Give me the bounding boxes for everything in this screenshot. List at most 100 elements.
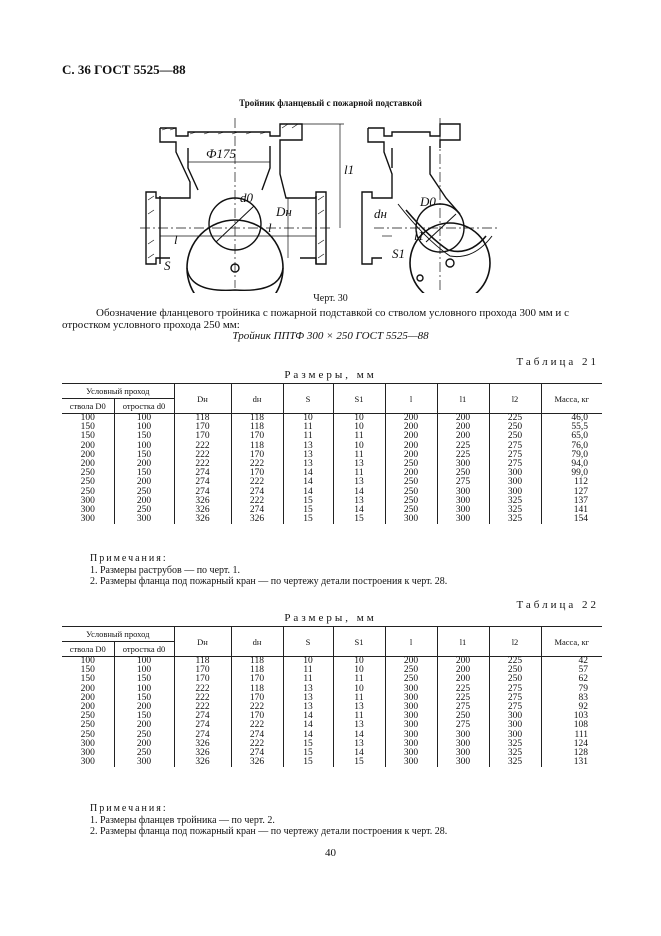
table-cell: 300 (80, 738, 95, 749)
table-cell: 14 (282, 478, 333, 488)
table-cell: 200 (113, 739, 174, 750)
table-cell: 300 (80, 495, 95, 506)
table-cell: 250 (384, 505, 437, 516)
table-cell: 62 (540, 675, 602, 685)
table-cell: 200 (384, 413, 437, 424)
page-header: С. 36 ГОСТ 5525—88 (62, 62, 186, 77)
table-cell: 103 (540, 711, 602, 722)
header-S1: S1 (332, 626, 385, 657)
table-cell: 108 (540, 721, 602, 731)
table-cell: 76,0 (540, 441, 602, 451)
table-cell: 274 (173, 730, 231, 740)
table-cell: 200 (113, 478, 174, 488)
table-cell: 124 (540, 739, 602, 750)
table-cell: 10 (332, 665, 385, 676)
table-cell: 250 (80, 720, 95, 731)
table-cell: 112 (540, 478, 602, 488)
table-cell: 222 (173, 702, 231, 713)
table-cell: 326 (173, 505, 231, 516)
table-cell: 150 (80, 422, 95, 433)
table-cell: 200 (80, 440, 95, 451)
table-cell: 275 (488, 693, 541, 704)
table-cell: 15 (282, 496, 333, 507)
table-cell: 250 (436, 711, 489, 722)
table22-subtitle: Размеры, мм (284, 612, 377, 624)
table-cell: 274 (173, 468, 231, 479)
table-cell: 250 (436, 468, 489, 479)
table-cell: 300 (80, 505, 95, 516)
table-21: Условный проход Dн dн S S1 l l1 l2 Масса… (62, 383, 602, 525)
table-cell: 13 (282, 693, 333, 704)
table-cell: 250 (384, 675, 437, 685)
table-cell: 11 (332, 468, 385, 479)
table-cell: 222 (173, 693, 231, 704)
table21-label: Таблица 21 (516, 356, 599, 368)
table-cell: 200 (80, 683, 95, 694)
header-Dn: Dн (173, 383, 231, 414)
table-cell: 200 (113, 702, 174, 713)
table-cell: 200 (436, 422, 489, 433)
table-cell: 170 (173, 665, 231, 676)
table-cell: 99,0 (540, 468, 602, 479)
table-cell: 275 (488, 459, 541, 470)
table-cell: 150 (113, 675, 174, 685)
table-cell: 170 (173, 432, 231, 442)
table-cell: 222 (173, 450, 231, 461)
table-cell: 170 (230, 432, 283, 442)
page-number: 40 (325, 847, 336, 859)
table-cell: 200 (436, 675, 489, 685)
table-cell: 300 (436, 459, 489, 470)
table-cell: 11 (332, 711, 385, 722)
table-cell: 274 (230, 487, 283, 497)
table-cell: 79,0 (540, 450, 602, 461)
table-cell: 200 (436, 656, 489, 667)
table-cell: 300 (488, 468, 541, 479)
table-cell: 13 (332, 496, 385, 507)
table-cell: 111 (540, 730, 602, 740)
table-cell: 250 (384, 496, 437, 507)
table-cell: 250 (384, 665, 437, 676)
table-cell: 14 (332, 505, 385, 516)
table-cell: 250 (80, 468, 95, 479)
table-cell: 300 (436, 505, 489, 516)
table-cell: 14 (282, 730, 333, 740)
label-S1: S1 (392, 246, 405, 261)
table-cell: 275 (488, 702, 541, 713)
table-cell: 274 (230, 505, 283, 516)
table-cell: 150 (113, 711, 174, 722)
table-cell: 170 (230, 450, 283, 461)
note-2: 2. Размеры фланца под пожарный кран — по… (90, 576, 448, 587)
table-cell: 118 (230, 656, 283, 667)
header-l2: l2 (488, 626, 541, 657)
table-cell: 225 (436, 441, 489, 451)
table-cell: 100 (113, 413, 174, 424)
table-cell: 300 (384, 757, 437, 768)
table-cell: 300 (384, 702, 437, 713)
table-cell: 170 (230, 468, 283, 479)
header-S: S (282, 626, 333, 657)
table-cell: 200 (384, 450, 437, 461)
table-cell: 14 (332, 730, 385, 740)
table-cell: 275 (488, 684, 541, 694)
table-cell: 300 (384, 730, 437, 740)
table-cell: 10 (332, 684, 385, 694)
table-cell: 10 (332, 656, 385, 667)
table-cell: 150 (80, 431, 95, 442)
table-cell: 200 (384, 468, 437, 479)
table-cell: 250 (488, 422, 541, 433)
label-l-right: l (268, 220, 272, 235)
table-cell: 15 (282, 739, 333, 750)
table-cell: 300 (384, 739, 437, 750)
table-cell: 300 (488, 478, 541, 488)
table-cell: 118 (230, 413, 283, 424)
table-cell: 200 (384, 656, 437, 667)
